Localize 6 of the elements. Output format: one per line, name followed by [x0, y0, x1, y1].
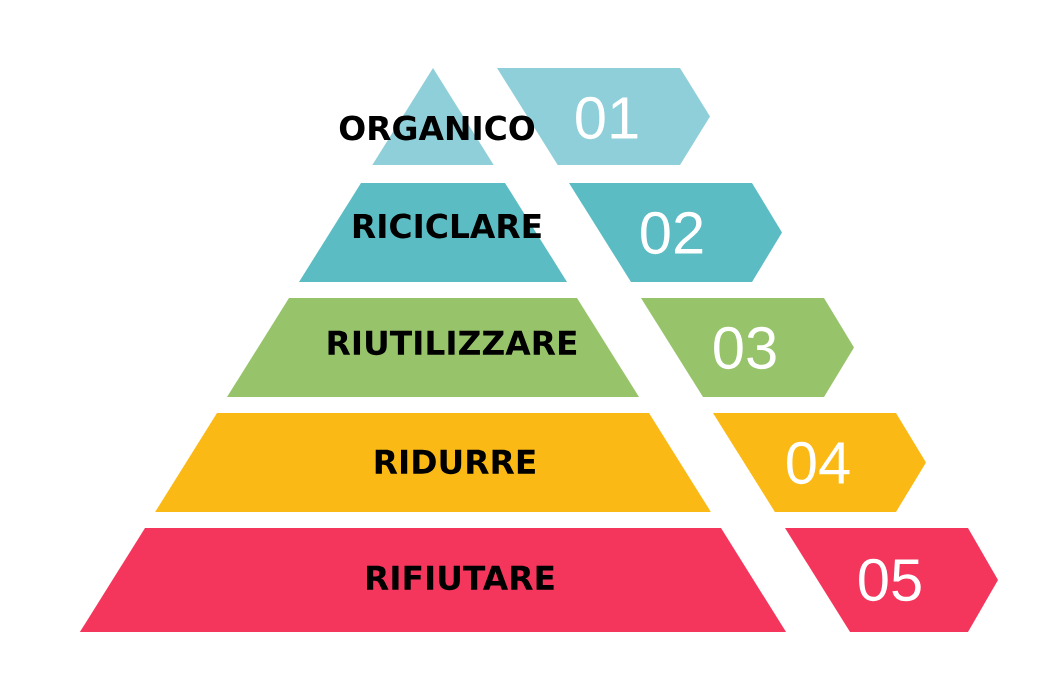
pyramid-band: RIUTILIZZARE	[227, 298, 639, 397]
number-tag: 04	[713, 413, 926, 512]
number-tag: 02	[569, 183, 782, 282]
number-tag: 03	[641, 298, 854, 397]
number-tag: 05	[785, 528, 998, 632]
pyramid-band: RIDURRE	[155, 413, 711, 512]
